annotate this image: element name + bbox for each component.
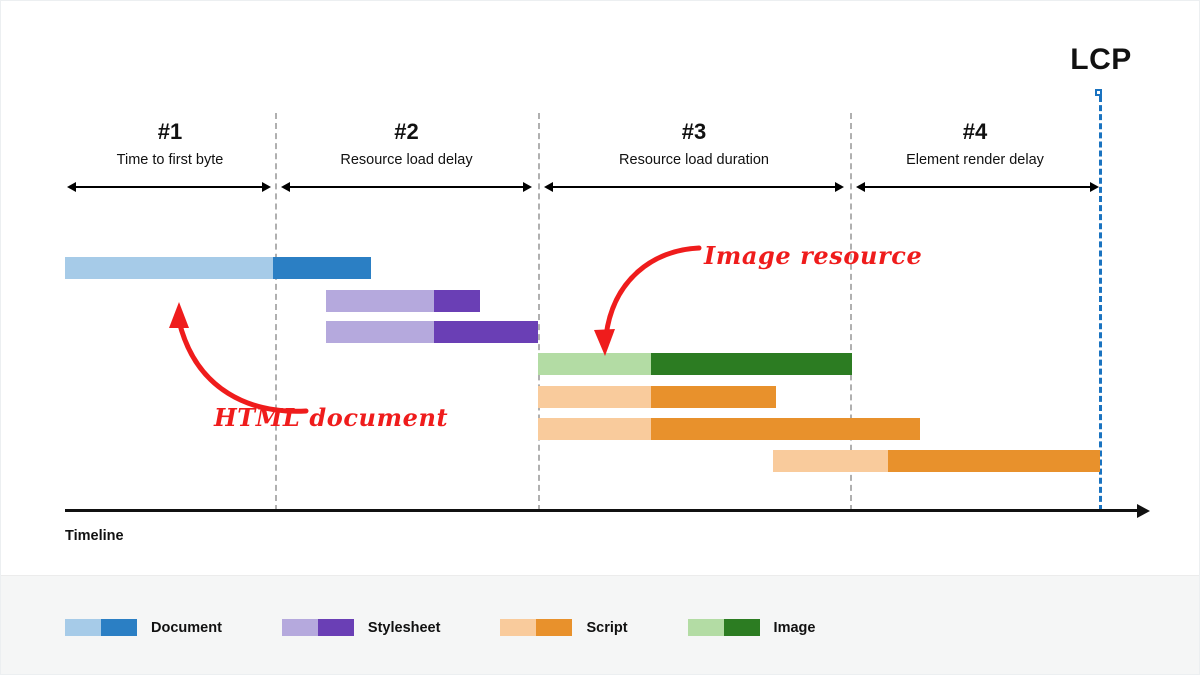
lcp-dashed-line — [1099, 96, 1102, 511]
legend-item-script[interactable]: Script — [500, 619, 628, 636]
phase-block-1: #1 Time to first byte — [65, 119, 275, 170]
phase-name-2: Resource load delay — [340, 152, 473, 169]
bar-segment-download — [273, 257, 371, 279]
phase-name-4: Element render delay — [906, 152, 1044, 169]
timeline-axis — [65, 509, 1139, 512]
phase-block-2: #2 Resource load delay — [275, 119, 538, 170]
bar-segment-wait — [326, 290, 434, 312]
legend-item-document[interactable]: Document — [65, 619, 222, 636]
bar-segment-download — [888, 450, 1100, 472]
bar-segment-wait — [538, 386, 651, 408]
legend-label: Image — [773, 619, 816, 636]
bar-segment-download — [651, 353, 852, 375]
bar-segment-wait — [773, 450, 888, 472]
resource-bar-script-5 — [538, 418, 920, 440]
bar-segment-wait — [538, 353, 651, 375]
legend-row: Document Stylesheet Script Image — [65, 619, 875, 636]
legend-swatch-icon — [500, 619, 573, 636]
lcp-marker-cap — [1095, 89, 1102, 96]
phase-block-3: #3 Resource load duration — [538, 119, 850, 170]
phase-name-3: Resource load duration — [619, 152, 769, 169]
resource-bar-script-6 — [773, 450, 1100, 472]
phase-arrow-2 — [281, 182, 532, 192]
phase-number-4: #4 — [962, 119, 988, 144]
bar-segment-download — [651, 386, 776, 408]
phase-divider-1 — [275, 113, 277, 511]
bar-segment-download — [651, 418, 920, 440]
resource-bar-image-3 — [538, 353, 852, 375]
phase-arrow-3 — [544, 182, 844, 192]
phase-block-4: #4 Element render delay — [850, 119, 1100, 170]
legend-swatch-icon — [281, 619, 354, 636]
lcp-label: LCP — [1070, 43, 1132, 76]
annotation-html-document: HTML document — [214, 403, 449, 432]
phase-number-2: #2 — [394, 119, 419, 144]
legend-label: Script — [586, 619, 628, 636]
phase-divider-3 — [850, 113, 852, 511]
resource-bar-script-4 — [538, 386, 776, 408]
bar-segment-wait — [65, 257, 273, 279]
phase-arrow-1 — [67, 182, 271, 192]
legend-label: Stylesheet — [367, 619, 441, 636]
timeline-arrow-icon — [1137, 504, 1150, 518]
legend-item-stylesheet[interactable]: Stylesheet — [281, 619, 441, 636]
bar-segment-wait — [538, 418, 651, 440]
phase-divider-2 — [538, 113, 540, 511]
resource-bar-stylesheet-2 — [326, 321, 538, 343]
legend-label: Document — [151, 619, 222, 636]
phase-number-3: #3 — [681, 119, 707, 144]
image-resource-arrow-icon — [594, 245, 702, 356]
resource-bar-document-0 — [65, 257, 371, 279]
legend-swatch-icon — [65, 619, 137, 636]
legend-swatch-icon — [687, 619, 760, 636]
phase-name-1: Time to first byte — [116, 152, 224, 169]
resource-bar-stylesheet-1 — [326, 290, 480, 312]
bar-segment-download — [434, 290, 480, 312]
legend-strip: Document Stylesheet Script Image — [1, 575, 1199, 674]
timeline-label: Timeline — [65, 528, 124, 544]
bar-segment-wait — [326, 321, 434, 343]
bar-segment-download — [434, 321, 538, 343]
phase-number-1: #1 — [157, 119, 183, 144]
phase-arrow-4 — [856, 182, 1099, 192]
annotation-image-resource: Image resource — [704, 241, 923, 270]
legend-item-image[interactable]: Image — [687, 619, 816, 636]
